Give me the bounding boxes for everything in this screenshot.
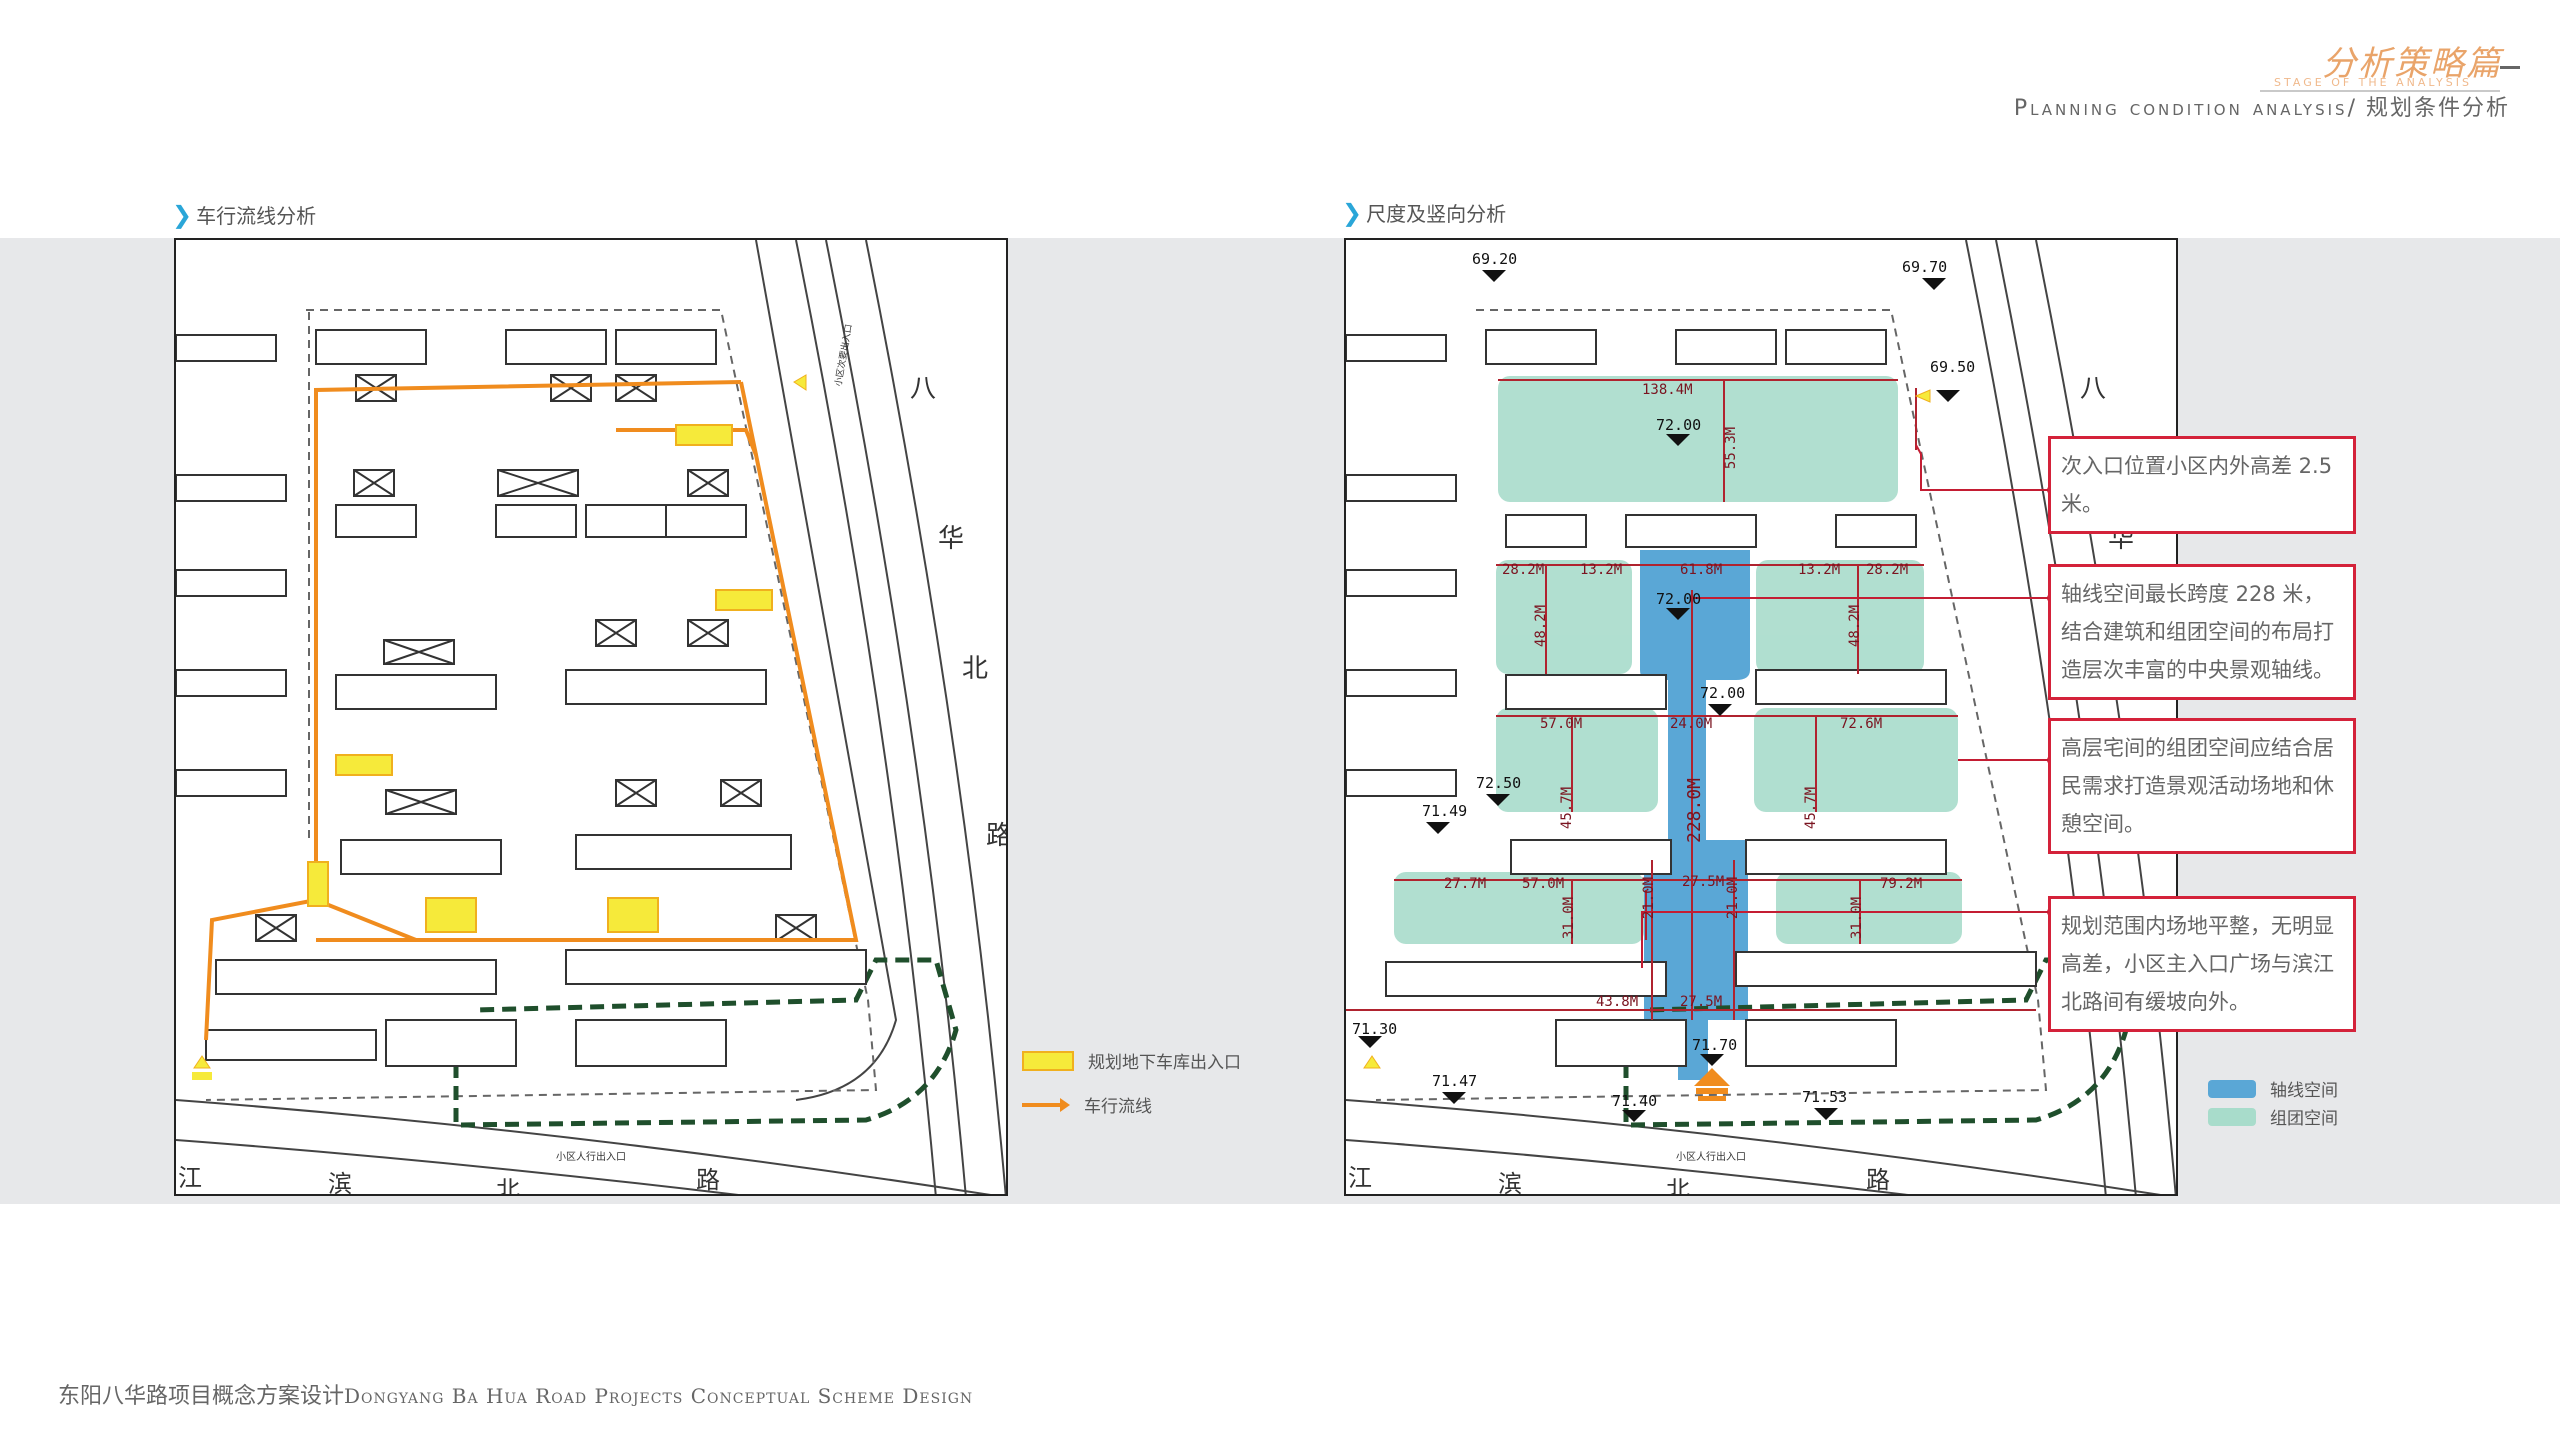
road-char-hua: 华 — [938, 524, 965, 554]
dimension-label: 57.0M — [1522, 876, 1565, 892]
elevation-label: 72.00 — [1700, 684, 1746, 702]
legend-label: 组团空间 — [2270, 1109, 2338, 1129]
road-char-jiang: 江 — [178, 1164, 202, 1192]
chevron-right-icon: ❯ — [172, 200, 193, 229]
elevation-label: 69.20 — [1472, 250, 1518, 268]
legend-label: 轴线空间 — [2270, 1081, 2338, 1101]
dimension-label: 27.7M — [1444, 876, 1487, 892]
road-char-bin: 滨 — [328, 1170, 352, 1196]
elevation-label: 71.47 — [1432, 1072, 1478, 1090]
brand-dash — [2500, 66, 2520, 69]
callout-site-flat: 规划范围内场地平整，无明显高差，小区主入口广场与滨江北路间有缓坡向外。 — [2048, 896, 2356, 1032]
dimension-label: 45.7M — [1559, 786, 1576, 830]
dimension-label: 79.2M — [1880, 876, 1923, 892]
left-section-title: ❯ 车行流线分析 — [172, 200, 316, 229]
chevron-right-icon: ❯ — [1342, 198, 1363, 227]
elevation-label: 69.50 — [1930, 358, 1976, 376]
scale-elevation-plan: 八 华 江 滨 北 路 小区人行出入口 69.20 69.70 69.50 72… — [1344, 238, 2178, 1196]
road-char-bei2: 北 — [1666, 1176, 1690, 1196]
dimension-label: 13.2M — [1798, 562, 1841, 578]
elevation-label: 71.70 — [1692, 1036, 1738, 1054]
dimension-label: 28.2M — [1866, 562, 1909, 578]
road-char-jiang: 江 — [1348, 1164, 1372, 1192]
arrow-right-icon — [1022, 1097, 1070, 1112]
dimension-label: 24.0M — [1670, 716, 1713, 732]
dimension-label: 21.0M — [1725, 876, 1742, 920]
road-char-lu2: 路 — [696, 1166, 720, 1194]
elevation-label: 72.00 — [1656, 416, 1702, 434]
legend-traffic-flow: 车行流线 — [1022, 1092, 1152, 1117]
legend-label: 规划地下车库出入口 — [1088, 1053, 1241, 1073]
dimension-label: 138.4M — [1642, 382, 1693, 398]
road-char-ba: 八 — [2080, 374, 2107, 404]
subtitle-en: Planning condition analysis — [2013, 96, 2348, 121]
page-subtitle: Planning condition analysis/ 规划条件分析 — [2014, 90, 2510, 122]
traffic-flow-plan: 八 华 北 路 江 滨 北 路 小区次要出入口 小区人行出入口 — [174, 238, 1008, 1196]
callout-entrance-elevation: 次入口位置小区内外高差 2.5 米。 — [2048, 436, 2356, 534]
dimension-label: 48.2M — [1533, 604, 1550, 648]
callout-axis-span: 轴线空间最长跨度 228 米，结合建筑和组团空间的布局打造层次丰富的中央景观轴线… — [2048, 564, 2356, 700]
dimension-label: 72.6M — [1840, 716, 1883, 732]
footer-title: 东阳八华路项目概念方案设计Dongyang Ba Hua Road Projec… — [58, 1378, 973, 1410]
brand-subtitle: STAGE OF THE ANALYSIS — [2274, 76, 2472, 89]
road-char-ba: 八 — [910, 374, 937, 404]
elevation-label: 72.00 — [1656, 590, 1702, 608]
dimension-label: 27.5M — [1680, 994, 1723, 1010]
elevation-label: 71.30 — [1352, 1020, 1398, 1038]
dimension-label: 13.2M — [1580, 562, 1623, 578]
elevation-label: 71.49 — [1422, 802, 1468, 820]
dimension-label: 28.2M — [1502, 562, 1545, 578]
dimension-label: 21.0M — [1641, 876, 1658, 920]
dimension-label: 27.5M — [1682, 874, 1725, 890]
right-section-title: ❯ 尺度及竖向分析 — [1342, 198, 1506, 227]
brand-rule — [2260, 90, 2500, 92]
elevation-label: 71.53 — [1802, 1088, 1848, 1106]
dimension-label: 55.3M — [1723, 426, 1740, 470]
subtitle-sep: / — [2347, 96, 2366, 121]
road-char-lu: 路 — [986, 815, 1006, 852]
main-entrance-label: 小区人行出入口 — [1676, 1152, 1746, 1163]
legend-swatch-yellow — [1022, 1050, 1074, 1071]
dimension-label: 48.2M — [1847, 604, 1864, 648]
right-title-text: 尺度及竖向分析 — [1366, 202, 1507, 226]
legend-swatch-blue — [2208, 1079, 2256, 1098]
legend-cluster-space: 组团空间 — [2208, 1104, 2338, 1129]
dimension-label: 31.0M — [1849, 896, 1866, 940]
dimension-label: 228.0M — [1684, 777, 1706, 844]
footer-cn: 东阳八华路项目概念方案设计 — [58, 1384, 345, 1409]
legend-label: 车行流线 — [1084, 1097, 1152, 1117]
road-char-bin: 滨 — [1498, 1170, 1522, 1196]
road-char-lu2: 路 — [1866, 1166, 1890, 1194]
elevation-label: 72.50 — [1476, 774, 1522, 792]
dimension-label: 45.7M — [1803, 786, 1820, 830]
dimension-label: 57.0M — [1540, 716, 1583, 732]
main-entrance-label: 小区人行出入口 — [556, 1152, 626, 1163]
legend-axis-space: 轴线空间 — [2208, 1076, 2338, 1101]
footer-en: Dongyang Ba Hua Road Projects Conceptual… — [344, 1384, 974, 1408]
right-site-plan-svg — [1346, 240, 2176, 1194]
road-char-bei: 北 — [962, 654, 989, 684]
elevation-label: 71.40 — [1612, 1092, 1658, 1110]
brand-title: 分析策略篇 — [2322, 44, 2502, 84]
legend-swatch-green — [2208, 1107, 2256, 1126]
road-char-bei2: 北 — [496, 1176, 520, 1196]
dimension-label: 31.0M — [1561, 896, 1578, 940]
left-title-text: 车行流线分析 — [196, 204, 317, 228]
callout-cluster-space: 高层宅间的组团空间应结合居民需求打造景观活动场地和休憩空间。 — [2048, 718, 2356, 854]
subtitle-cn: 规划条件分析 — [2365, 96, 2510, 121]
dimension-label: 43.8M — [1596, 994, 1639, 1010]
legend-garage-entrance: 规划地下车库出入口 — [1022, 1048, 1241, 1073]
left-site-plan-svg — [176, 240, 1006, 1194]
dimension-label: 61.8M — [1680, 562, 1723, 578]
elevation-label: 69.70 — [1902, 258, 1948, 276]
